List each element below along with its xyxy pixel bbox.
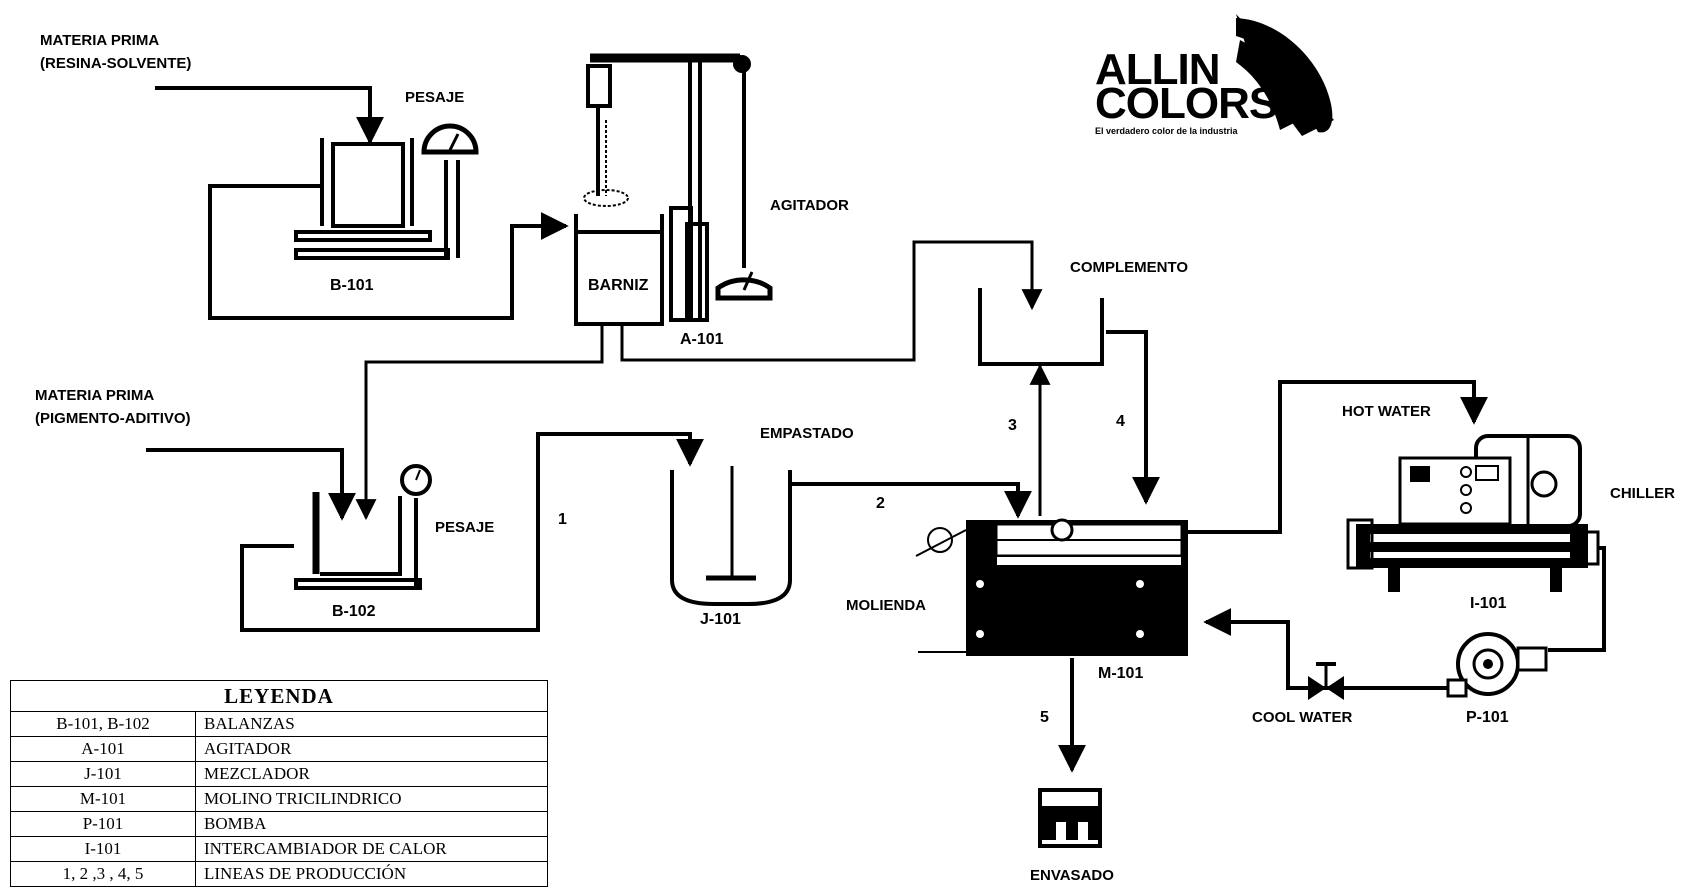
line-2 [790,482,1032,519]
barniz-to-b102-line [355,326,604,521]
legend-code: M-101 [10,786,196,812]
chiller-i101 [1346,434,1600,592]
b101-to-barniz-line [208,184,569,320]
line-4-label: 4 [1116,413,1125,430]
envasado-container [1038,788,1102,848]
mill-m101 [915,518,1188,656]
a101-label: A-101 [680,331,724,348]
line-2-label: 2 [876,495,885,512]
legend-code: I-101 [10,836,196,862]
empastado-label: EMPASTADO [760,425,854,442]
legend-desc: MOLINO TRICILINDRICO [195,786,548,812]
line-4 [1106,330,1160,505]
impeller-barniz [583,120,629,207]
raw-material-1-feed [155,86,384,145]
b101-label: B-101 [330,277,374,294]
materia-prima-2-label-line2: (PIGMENTO-ADITIVO) [35,410,191,427]
b102-label: B-102 [332,603,376,620]
line-1-label: 1 [558,511,567,528]
chiller-to-pump-line [1548,546,1606,652]
line-1 [240,432,704,632]
legend-code: B-101, B-102 [10,711,196,737]
pump-to-mill-cool-water-line [1203,608,1448,690]
gauge-pesaje-2 [400,464,432,496]
legend-desc: INTERCAMBIADOR DE CALOR [195,836,548,862]
scale-b102 [294,492,422,590]
p101-label: P-101 [1466,709,1509,726]
i101-label: I-101 [1470,595,1507,612]
agitator-a101 [586,53,751,322]
materia-prima-2-label-line1: MATERIA PRIMA [35,387,154,404]
materia-prima-1-label-line1: MATERIA PRIMA [40,32,159,49]
legend-desc: BALANZAS [195,711,548,737]
scale-b101 [294,138,460,260]
barniz-tank [574,214,664,326]
legend-code: J-101 [10,761,196,787]
complemento-label: COMPLEMENTO [1070,259,1188,276]
envasado-label: ENVASADO [1030,867,1114,884]
legend-code: A-101 [10,736,196,762]
barniz-to-complemento-line [620,240,1043,362]
hot-water-label: HOT WATER [1342,403,1431,420]
j101-label: J-101 [700,611,741,628]
pump-p101 [1446,632,1548,698]
legend-code: 1, 2 ,3 , 4, 5 [10,861,196,887]
legend-title: LEYENDA [10,680,548,712]
complemento-tank [978,288,1104,366]
raw-material-2-feed [146,448,356,521]
molienda-label: MOLIENDA [846,597,926,614]
legend-desc: LINEAS DE PRODUCCIÓN [195,861,548,887]
gauge-agitador [715,271,773,301]
legend-code: P-101 [10,811,196,837]
barniz-label: BARNIZ [588,277,649,294]
legend-desc: BOMBA [195,811,548,837]
agitador-label: AGITADOR [770,197,849,214]
legend-desc: AGITADOR [195,736,548,762]
mixer-j101 [670,466,792,606]
pesaje-1-label: PESAJE [405,89,464,106]
allin-colors-logo: ALLIN COLORS El verdadero color de la in… [1095,14,1334,136]
m101-label: M-101 [1098,665,1143,682]
logo-registered-mark: ® [1318,122,1325,132]
logo-line1: ALLIN [1095,45,1220,94]
chiller-label: CHILLER [1610,485,1675,502]
line-5-label: 5 [1040,709,1049,726]
gauge-pesaje-1 [421,123,479,155]
logo-line2: COLORS [1095,79,1277,128]
cool-water-label: COOL WATER [1252,709,1352,726]
legend-desc: MEZCLADOR [195,761,548,787]
logo-tagline: El verdadero color de la industria [1095,126,1239,136]
cool-water-valve [1308,662,1344,700]
hot-water-line [1188,380,1488,534]
line-3-label: 3 [1008,417,1017,434]
materia-prima-1-label-line2: (RESINA-SOLVENTE) [40,55,191,72]
pesaje-2-label: PESAJE [435,519,494,536]
